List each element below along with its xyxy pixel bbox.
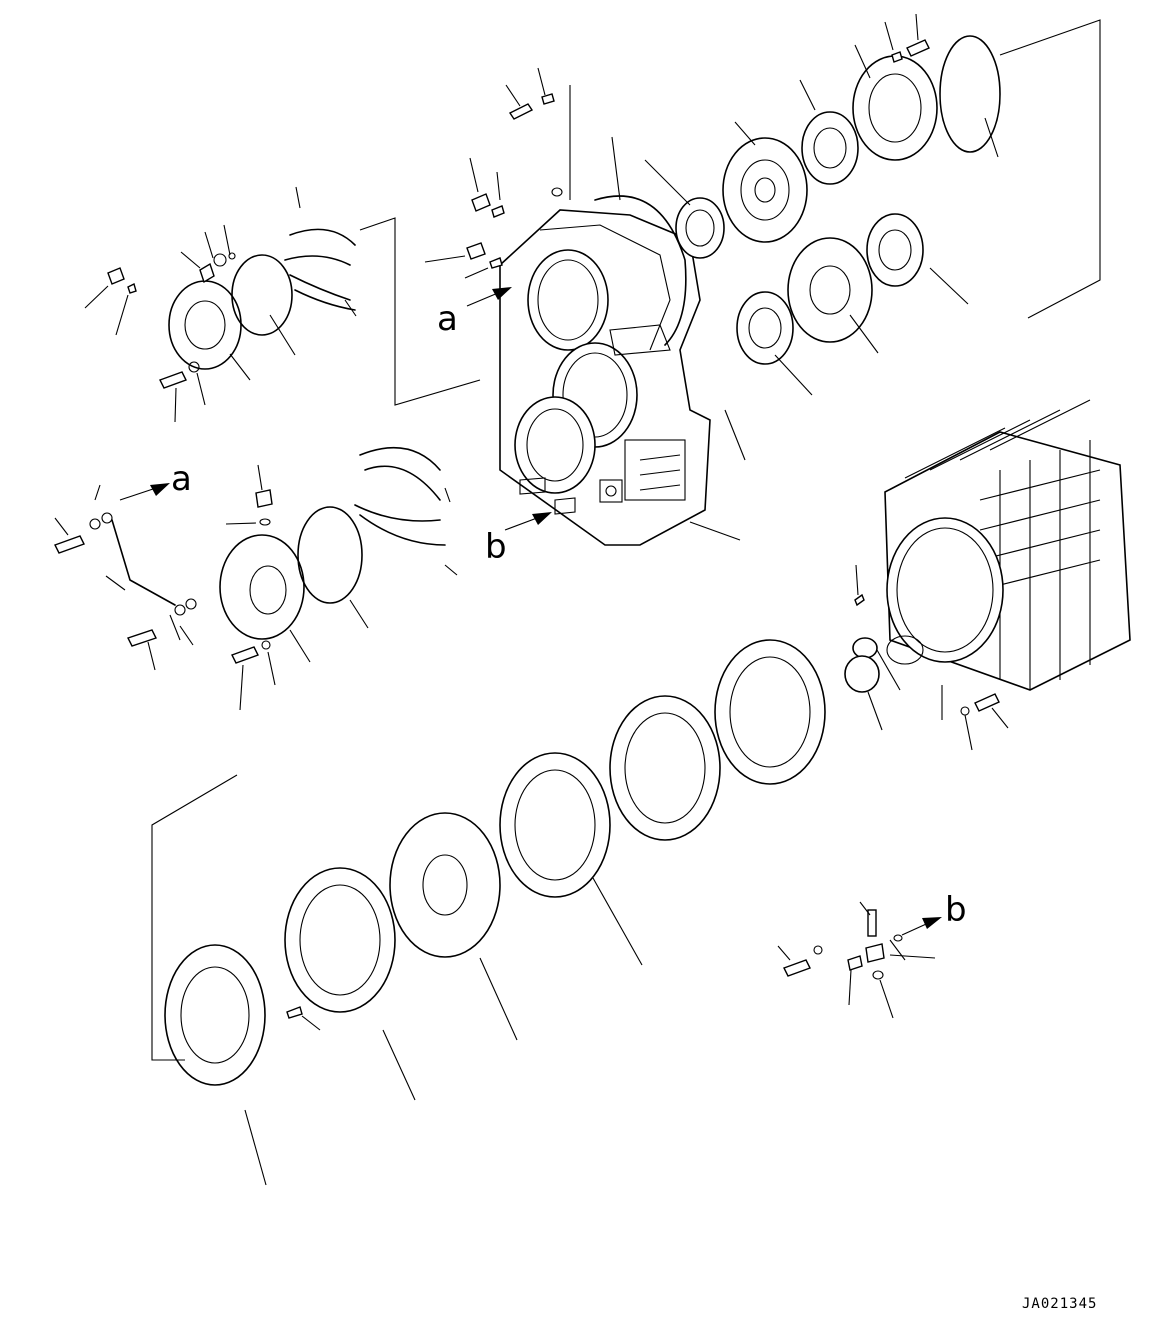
callout-a-top: a xyxy=(437,299,458,339)
left-upper-cover xyxy=(107,228,356,389)
arrow-b-main xyxy=(504,512,552,531)
callout-b-main: b xyxy=(485,527,507,567)
oil-pipe-assembly xyxy=(54,484,197,647)
small-seals xyxy=(844,637,1000,716)
arrow-a-top xyxy=(466,287,512,307)
bottom-right-fittings xyxy=(783,909,942,980)
callout-a-left: a xyxy=(171,459,192,499)
bracket-top-right xyxy=(999,19,1101,319)
arrow-a-left xyxy=(119,483,170,501)
main-transmission-housing xyxy=(854,399,1131,691)
callout-b-right: b xyxy=(945,890,967,930)
gear-train-upper xyxy=(675,35,1001,365)
upper-transmission-case xyxy=(499,195,711,546)
leader-lines xyxy=(54,13,1009,1186)
pump-cover xyxy=(219,447,446,664)
top-bolts xyxy=(466,93,563,269)
clutch-disc-stack xyxy=(164,639,826,1086)
bracket-left-upper xyxy=(359,217,481,406)
bracket-lower-left xyxy=(151,774,238,1061)
drawing-id-label: JA021345 xyxy=(1022,1296,1098,1312)
